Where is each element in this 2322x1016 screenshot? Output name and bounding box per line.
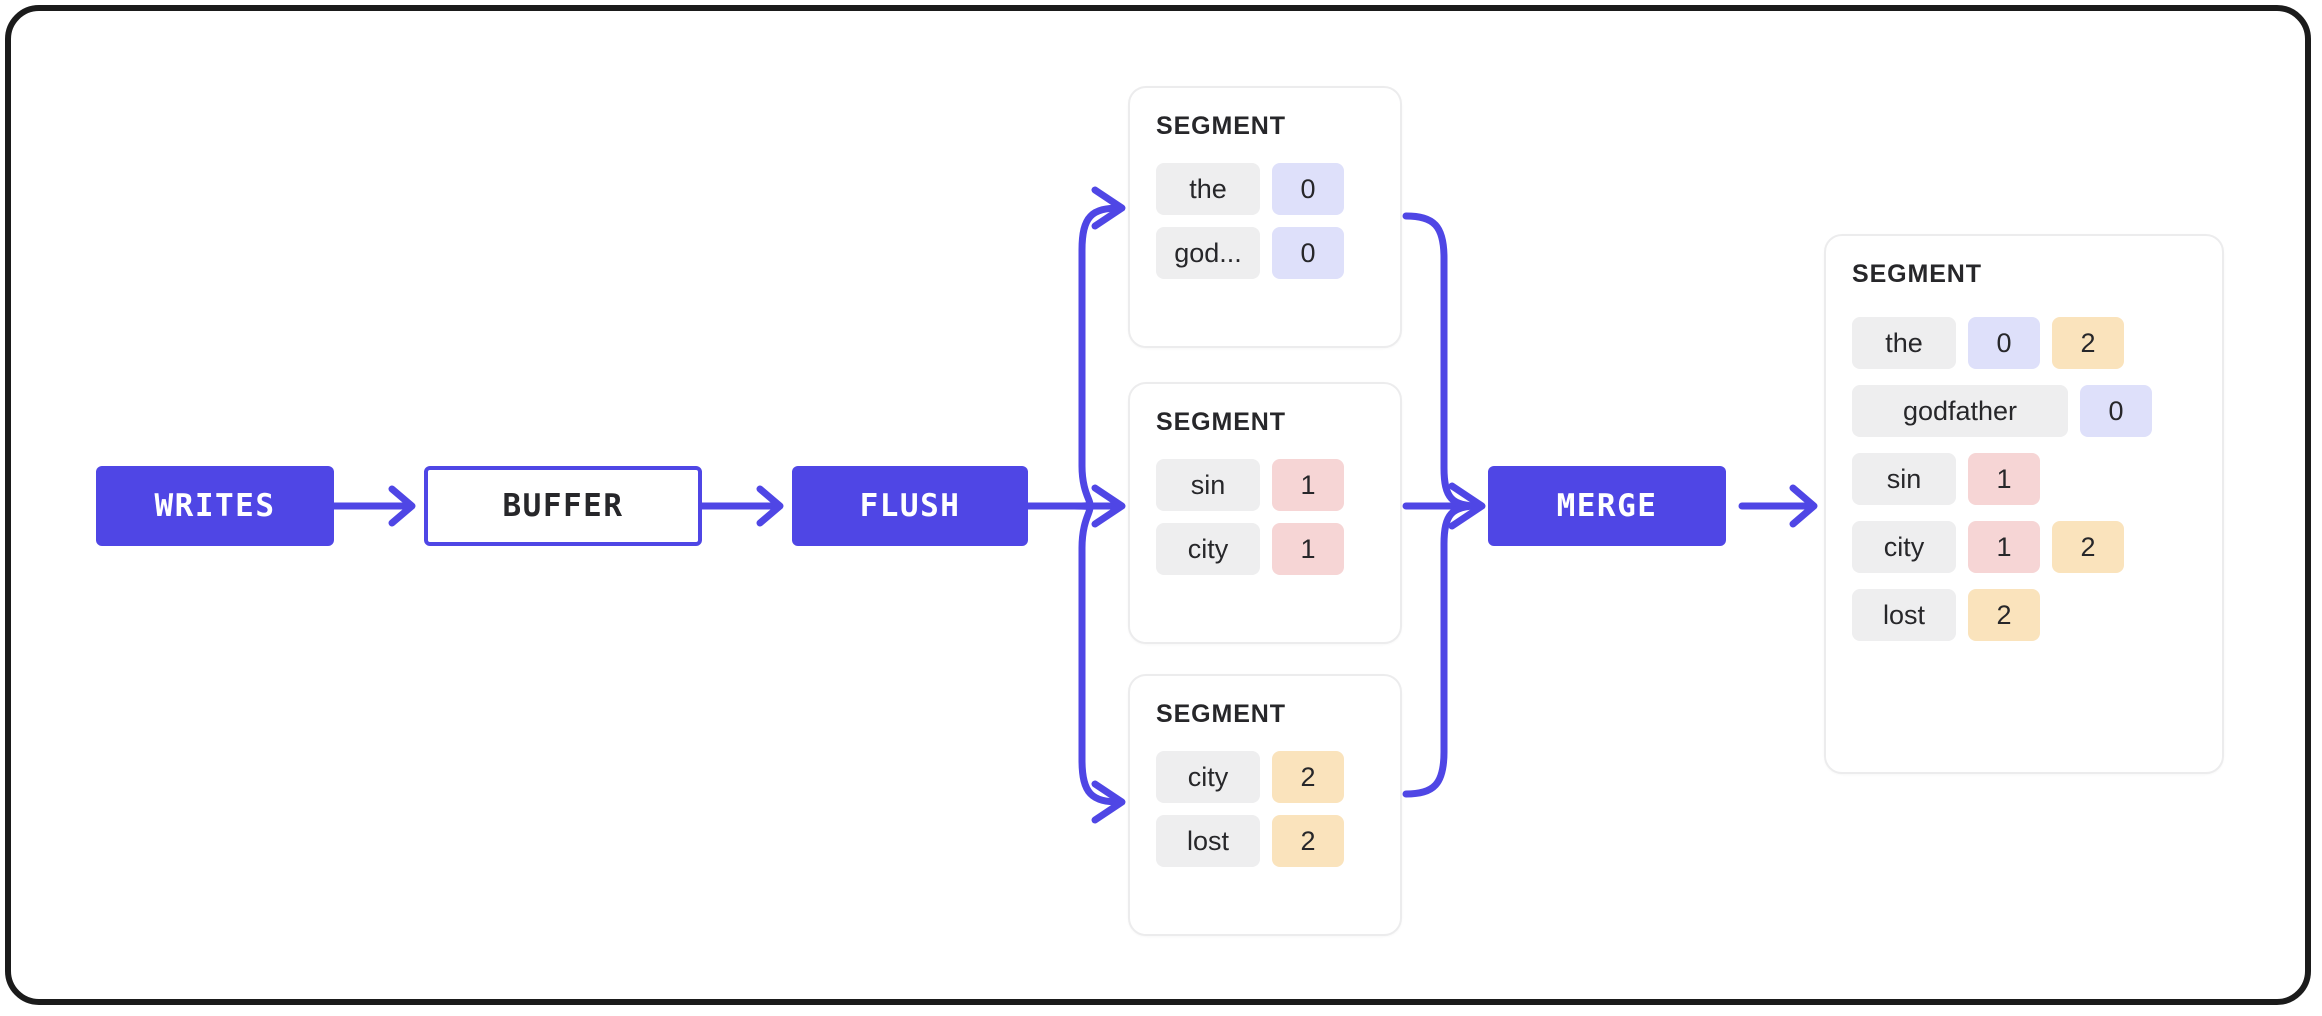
segment-card-2[interactable]: SEGMENT sin 1 city 1 <box>1128 382 1402 644</box>
segment-value-cell: 0 <box>1968 317 2040 369</box>
connector-flush-fanout <box>1022 186 1126 824</box>
table-row: city 1 2 <box>1852 521 2196 573</box>
segment-card-2-title: SEGMENT <box>1156 408 1286 436</box>
table-row: city 1 <box>1156 523 1374 575</box>
segment-key-cell: the <box>1852 317 1956 369</box>
stage-box-writes[interactable]: WRITES <box>96 466 334 546</box>
segment-key-cell: city <box>1852 521 1956 573</box>
stage-box-flush[interactable]: FLUSH <box>792 466 1028 546</box>
table-row: the 0 <box>1156 163 1374 215</box>
stage-box-merge-label: MERGE <box>1556 488 1658 524</box>
table-row: god... 0 <box>1156 227 1374 279</box>
stage-box-flush-label: FLUSH <box>859 488 961 524</box>
stage-box-writes-label: WRITES <box>154 488 276 524</box>
segment-key-cell: city <box>1156 751 1260 803</box>
segment-key-cell: the <box>1156 163 1260 215</box>
segment-card-2-rows: sin 1 city 1 <box>1156 459 1374 575</box>
table-row: lost 2 <box>1852 589 2196 641</box>
segment-card-1-title: SEGMENT <box>1156 112 1286 140</box>
stage-box-buffer[interactable]: BUFFER <box>424 466 702 546</box>
table-row: sin 1 <box>1156 459 1374 511</box>
segment-card-3-title: SEGMENT <box>1156 700 1286 728</box>
segment-card-1[interactable]: SEGMENT the 0 god... 0 <box>1128 86 1402 348</box>
segment-key-cell: sin <box>1156 459 1260 511</box>
segment-card-3[interactable]: SEGMENT city 2 lost 2 <box>1128 674 1402 936</box>
table-row: godfather 0 <box>1852 385 2196 437</box>
segment-key-cell: city <box>1156 523 1260 575</box>
segment-value-cell: 0 <box>1272 163 1344 215</box>
table-row: the 0 2 <box>1852 317 2196 369</box>
segment-value-cell: 1 <box>1272 523 1344 575</box>
segment-key-cell: sin <box>1852 453 1956 505</box>
connector-merge-to-segment <box>1738 484 1818 528</box>
segment-value-cell: 0 <box>2080 385 2152 437</box>
segment-value-cell: 1 <box>1968 521 2040 573</box>
segment-key-cell: lost <box>1852 589 1956 641</box>
segment-value-cell: 1 <box>1968 453 2040 505</box>
segment-card-merged[interactable]: SEGMENT the 0 2 godfather 0 sin 1 city <box>1824 234 2224 774</box>
segment-value-cell: 2 <box>2052 521 2124 573</box>
connector-buffer-to-flush <box>696 485 784 527</box>
segment-key-cell: godfather <box>1852 385 2068 437</box>
stage-box-merge[interactable]: MERGE <box>1488 466 1726 546</box>
segment-key-cell: lost <box>1156 815 1260 867</box>
stage-box-buffer-label: BUFFER <box>502 488 624 524</box>
connector-segments-fanin <box>1402 212 1486 798</box>
segment-card-1-rows: the 0 god... 0 <box>1156 163 1374 279</box>
table-row: sin 1 <box>1852 453 2196 505</box>
segment-key-cell: god... <box>1156 227 1260 279</box>
segment-card-merged-title: SEGMENT <box>1852 260 1982 288</box>
segment-card-3-rows: city 2 lost 2 <box>1156 751 1374 867</box>
segment-value-cell: 2 <box>1272 751 1344 803</box>
segment-value-cell: 2 <box>2052 317 2124 369</box>
segment-card-merged-rows: the 0 2 godfather 0 sin 1 city 1 2 <box>1852 317 2196 641</box>
connector-writes-to-buffer <box>328 485 416 527</box>
segment-value-cell: 1 <box>1272 459 1344 511</box>
segment-value-cell: 0 <box>1272 227 1344 279</box>
segment-value-cell: 2 <box>1272 815 1344 867</box>
table-row: city 2 <box>1156 751 1374 803</box>
segment-value-cell: 2 <box>1968 589 2040 641</box>
table-row: lost 2 <box>1156 815 1374 867</box>
